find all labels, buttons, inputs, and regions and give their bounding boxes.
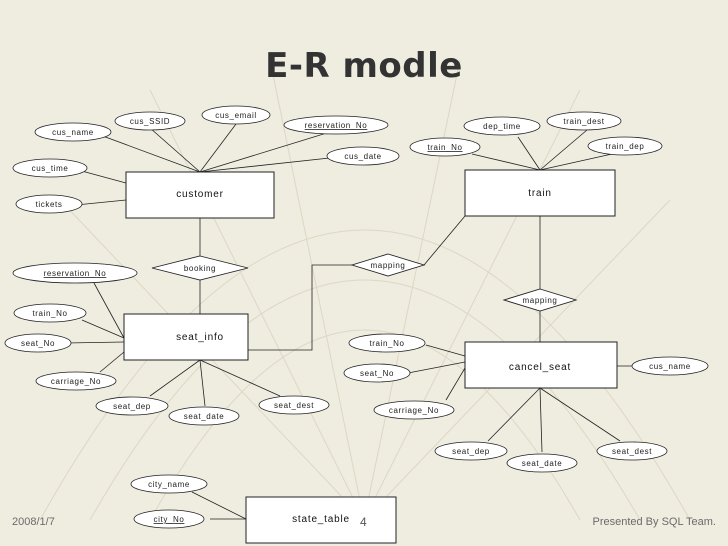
attr-label: train_dep [606,142,645,151]
attr-cancel-seat-carriage-no: carriage_No [373,400,455,420]
attr-seat-info-train-no: train_No [13,303,87,323]
attr-customer-cus-time: cus_time [12,158,88,178]
entity-state-table-label: state_table [292,514,350,525]
relationship-booking-label: booking [184,264,216,273]
entity-state-table: state_table [245,496,397,544]
attr-seat-info-seat-dest: seat_dest [258,395,330,415]
attr-label: train_No [32,309,67,318]
attr-state-table-city-no: city_No [133,509,205,529]
attr-customer-cus-ssid: cus_SSID [114,111,186,131]
entity-customer-label: customer [176,189,224,200]
attr-label-key: reservation_No [44,269,107,278]
attr-label: seat_No [21,339,55,348]
attr-label: seat_date [522,459,563,468]
attr-cancel-seat-seat-dep: seat_dep [434,441,508,461]
attr-seat-info-seat-date: seat_date [168,406,240,426]
attr-cancel-seat-seat-date: seat_date [506,453,578,473]
relationship-mapping-label: mapping [371,261,406,270]
attr-customer-reservation-no: reservation_No [283,115,389,135]
attr-label: tickets [36,200,63,209]
footer-presenter: Presented By SQL Team. [592,516,716,528]
attr-label-key: train_No [427,143,462,152]
attr-label: train_No [369,339,404,348]
attr-label: carriage_No [51,377,101,386]
attr-cancel-seat-train-no: train_No [348,333,426,353]
entity-customer: customer [125,171,275,219]
entity-seat-info: seat_info [123,313,249,361]
relationship-booking: booking [151,255,249,281]
attr-customer-cus-name: cus_name [34,122,112,142]
attr-train-train-no: train_No [409,137,481,157]
footer-date: 2008/1/7 [12,516,55,528]
entity-cancel-seat: cancel_seat [464,341,618,389]
attr-label: cus_name [649,362,691,371]
attr-label: seat_dep [452,447,490,456]
entity-cancel-seat-label: cancel_seat [509,362,571,373]
attr-seat-info-reservation-no: reservation_No [12,262,138,284]
attr-label: train_dest [563,117,604,126]
attr-label: carriage_No [389,406,439,415]
attr-train-train-dep: train_dep [587,136,663,156]
attr-label: seat_dest [612,447,652,456]
attr-customer-cus-date: cus_date [326,146,400,166]
attr-cancel-seat-seat-no: seat_No [343,363,411,383]
attr-label: cus_SSID [130,117,170,126]
slide-title: E-R modle [265,46,463,86]
attr-label-key: reservation_No [305,121,368,130]
attr-label: seat_dest [274,401,314,410]
attr-label: cus_date [344,152,381,161]
attr-cancel-seat-cus-name: cus_name [631,356,709,376]
entity-train-label: train [528,188,551,199]
attr-label-key: city_No [154,515,185,524]
attr-cancel-seat-seat-dest: seat_dest [596,441,668,461]
attr-train-train-dest: train_dest [546,111,622,131]
attr-label: seat_No [360,369,394,378]
attr-label: city_name [148,480,190,489]
attr-label: seat_dep [113,402,151,411]
attr-seat-info-seat-dep: seat_dep [95,396,169,416]
attr-label: cus_time [32,164,69,173]
attr-customer-cus-email: cus_email [201,105,271,125]
attr-label: dep_time [483,122,521,131]
attr-label: seat_date [184,412,225,421]
attr-seat-info-carriage-no: carriage_No [35,371,117,391]
relationship-mapping-label: mapping [523,296,558,305]
attr-state-table-city-name: city_name [130,474,208,494]
relationship-mapping-seat-train: mapping [350,253,426,277]
attr-label: cus_name [52,128,94,137]
entity-seat-info-label: seat_info [176,332,224,343]
attr-seat-info-seat-no: seat_No [4,333,72,353]
attr-train-dep-time: dep_time [463,116,541,136]
attr-label: cus_email [215,111,256,120]
entity-train: train [464,169,616,217]
relationship-mapping-train-cancel: mapping [502,288,578,312]
attr-customer-tickets: tickets [15,194,83,214]
page-number: 4 [360,515,367,529]
